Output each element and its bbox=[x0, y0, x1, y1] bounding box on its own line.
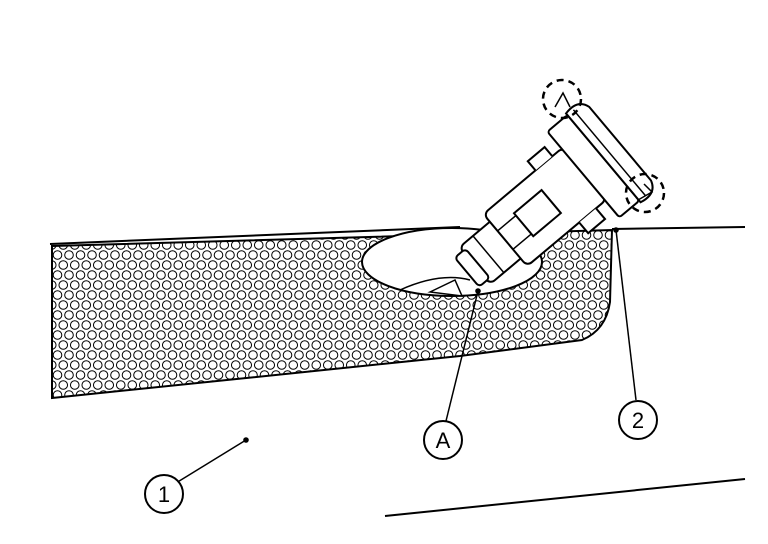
parking-sensor bbox=[455, 103, 654, 287]
callout-a: A bbox=[423, 420, 463, 460]
callout-1: 1 bbox=[144, 474, 184, 514]
retaining-tab-upper bbox=[541, 78, 583, 120]
retaining-tabs bbox=[541, 78, 666, 214]
leader-dots bbox=[243, 227, 619, 443]
leader-lines bbox=[175, 229, 637, 484]
callout-2: 2 bbox=[618, 400, 658, 440]
callout-a-label: A bbox=[436, 428, 451, 453]
retaining-tab-lower bbox=[624, 172, 666, 214]
callout-1-label: 1 bbox=[158, 482, 170, 507]
bumper-outline bbox=[49, 226, 746, 517]
callout-2-label: 2 bbox=[632, 408, 644, 433]
